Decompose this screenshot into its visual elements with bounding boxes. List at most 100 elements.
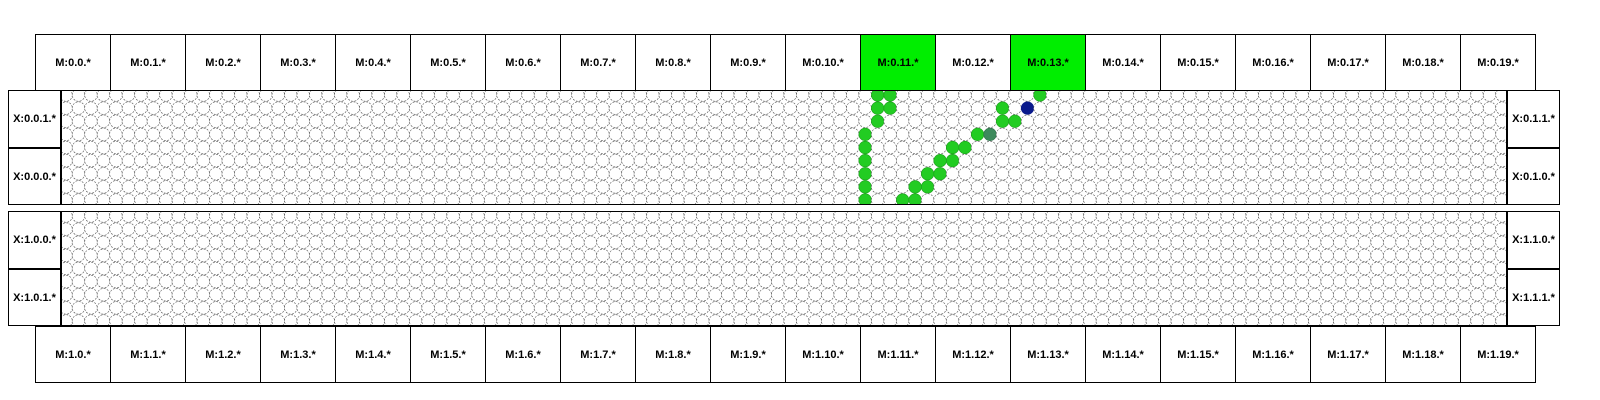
node xyxy=(821,140,835,155)
node xyxy=(359,193,373,204)
node xyxy=(159,114,173,128)
node xyxy=(508,288,523,302)
node xyxy=(733,127,747,141)
node xyxy=(1083,248,1097,262)
node xyxy=(121,114,136,128)
node xyxy=(1170,301,1184,315)
node xyxy=(671,248,685,262)
node xyxy=(1108,212,1122,223)
node xyxy=(1133,212,1147,223)
node xyxy=(309,275,323,289)
node xyxy=(1208,180,1222,194)
node xyxy=(1058,114,1072,128)
module-cell: M:0.8.* xyxy=(635,34,711,91)
node xyxy=(1083,180,1097,194)
node xyxy=(346,288,360,302)
node xyxy=(1470,314,1484,325)
node xyxy=(1145,154,1159,168)
node xyxy=(683,91,697,102)
node xyxy=(1270,140,1284,155)
node xyxy=(933,275,947,289)
node xyxy=(71,154,86,168)
upper-right-label-1: X:0.1.0.* xyxy=(1507,148,1560,205)
node xyxy=(583,222,598,236)
node xyxy=(1120,193,1134,204)
node xyxy=(746,127,760,141)
node xyxy=(1070,314,1085,325)
path-node xyxy=(908,180,922,194)
node xyxy=(646,248,660,262)
node xyxy=(796,127,810,141)
node xyxy=(1358,127,1372,141)
node xyxy=(146,101,161,115)
node xyxy=(221,193,235,204)
node xyxy=(1245,167,1259,181)
node xyxy=(1407,212,1422,223)
node xyxy=(1258,114,1272,128)
node xyxy=(821,114,835,128)
node xyxy=(396,193,410,204)
node xyxy=(1095,140,1110,155)
node xyxy=(1295,91,1309,102)
node xyxy=(109,91,123,102)
node xyxy=(1383,301,1397,315)
node xyxy=(421,127,435,141)
node xyxy=(296,167,310,181)
node xyxy=(1320,314,1334,325)
node xyxy=(671,154,685,168)
node xyxy=(1233,212,1247,223)
node xyxy=(958,275,972,289)
node xyxy=(334,101,348,115)
node xyxy=(1145,261,1159,276)
node xyxy=(783,127,797,141)
node xyxy=(796,180,810,194)
node xyxy=(771,261,785,276)
node xyxy=(1258,154,1272,168)
node xyxy=(1170,212,1184,223)
node xyxy=(945,91,960,102)
node xyxy=(1195,91,1209,102)
node xyxy=(371,114,385,128)
node xyxy=(558,180,573,194)
module-cell: M:1.5.* xyxy=(410,326,486,383)
node xyxy=(783,222,797,236)
node xyxy=(1283,314,1297,325)
node xyxy=(321,140,335,155)
node xyxy=(533,114,548,128)
node xyxy=(284,91,298,102)
node xyxy=(159,140,173,155)
node xyxy=(71,301,86,315)
node xyxy=(633,212,647,223)
node xyxy=(871,248,885,262)
node xyxy=(1320,301,1334,315)
node xyxy=(334,180,348,194)
node xyxy=(846,140,860,155)
node xyxy=(1133,301,1147,315)
node xyxy=(1258,101,1272,115)
node xyxy=(908,101,922,115)
node xyxy=(808,261,822,276)
node xyxy=(309,222,323,236)
node xyxy=(409,114,423,128)
node xyxy=(1233,222,1247,236)
node xyxy=(608,261,623,276)
node xyxy=(808,193,822,204)
node xyxy=(1482,275,1497,289)
node xyxy=(284,193,298,204)
node xyxy=(1457,235,1472,249)
node xyxy=(621,180,635,194)
node xyxy=(658,314,672,325)
node xyxy=(1358,275,1372,289)
node xyxy=(871,167,885,181)
node xyxy=(771,301,785,315)
node xyxy=(871,212,885,223)
module-cell: M:0.16.* xyxy=(1235,34,1311,91)
node xyxy=(471,91,485,102)
node xyxy=(184,261,198,276)
node xyxy=(1008,301,1022,315)
node xyxy=(458,140,473,155)
node xyxy=(1445,114,1459,128)
node xyxy=(1120,114,1134,128)
node xyxy=(508,101,523,115)
node xyxy=(1245,91,1259,102)
